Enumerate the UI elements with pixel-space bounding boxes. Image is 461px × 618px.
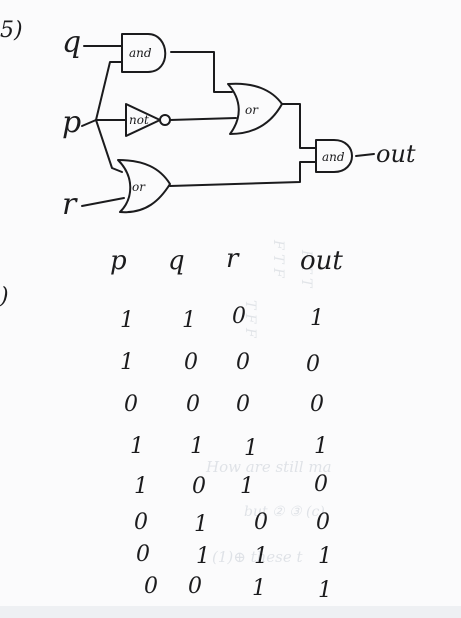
table-header-out: out xyxy=(300,246,343,276)
left-margin-mark: ) xyxy=(0,284,9,309)
or-gate-right-label: or xyxy=(245,103,259,117)
cell-r: 0 xyxy=(236,392,250,417)
cell-p: 0 xyxy=(136,542,150,567)
table-header-q: q xyxy=(168,246,185,276)
cell-q: 1 xyxy=(196,544,210,569)
or-gate-right xyxy=(227,82,283,135)
logic-circuit-diagram: and not or or and xyxy=(81,33,375,214)
not-gate xyxy=(125,103,161,137)
cell-out: 0 xyxy=(314,472,328,497)
cell-q: 1 xyxy=(182,308,196,333)
cell-r: 1 xyxy=(254,544,268,569)
wire-and-to-or xyxy=(170,51,233,93)
page-bottom-edge xyxy=(0,606,461,618)
wire-p-to-or xyxy=(95,119,123,173)
cell-p: 0 xyxy=(134,510,148,535)
and-gate-final xyxy=(315,139,353,173)
cell-q: 1 xyxy=(194,512,208,537)
cell-out: 1 xyxy=(310,306,324,331)
wire-out xyxy=(355,153,375,157)
cell-p: 0 xyxy=(124,392,138,417)
cell-q: 0 xyxy=(184,350,198,375)
input-r-label: r xyxy=(62,187,77,222)
and-gate-final-label: and xyxy=(322,150,345,164)
cell-r: 0 xyxy=(254,510,268,535)
wire-not-to-or xyxy=(169,117,237,121)
cell-out: 0 xyxy=(316,510,330,535)
cell-out: 1 xyxy=(318,544,332,569)
cell-p: 1 xyxy=(120,308,134,333)
output-label: out xyxy=(376,140,416,168)
bleed-text-line2: but ② ③ (c) xyxy=(244,504,325,520)
wire-orlow-to-and xyxy=(169,161,317,187)
input-p-label: p xyxy=(62,105,82,140)
cell-out: 1 xyxy=(314,434,328,459)
cell-r: 1 xyxy=(244,436,258,461)
cell-r: 0 xyxy=(236,350,250,375)
cell-r: 1 xyxy=(240,474,254,499)
cell-r: 1 xyxy=(252,576,266,601)
or-gate-low xyxy=(117,159,171,214)
cell-q: 0 xyxy=(186,392,200,417)
cell-p: 1 xyxy=(134,474,148,499)
bleed-text-line1: How are still ma xyxy=(206,458,332,476)
cell-out: 0 xyxy=(310,392,324,417)
problem-number: 5) xyxy=(0,18,23,43)
cell-p: 1 xyxy=(120,350,134,375)
bleed-text-line3: (1)⊕ these t xyxy=(212,548,303,566)
not-gate-label: not xyxy=(129,113,149,127)
input-q-label: q xyxy=(62,25,82,60)
wire-p-to-and xyxy=(95,61,123,121)
cell-r: 0 xyxy=(232,304,246,329)
and-gate-top-label: and xyxy=(129,46,152,60)
and-gate-top xyxy=(121,33,167,73)
cell-q: 0 xyxy=(188,574,202,599)
bleed-column-a: F T F xyxy=(270,240,286,278)
cell-p: 1 xyxy=(130,434,144,459)
or-gate-low-label: or xyxy=(132,180,146,194)
wire-r xyxy=(81,197,125,207)
cell-out: 0 xyxy=(306,352,320,377)
cell-q: 1 xyxy=(190,434,204,459)
cell-p: 0 xyxy=(144,574,158,599)
not-bubble xyxy=(159,114,171,126)
cell-q: 0 xyxy=(192,474,206,499)
cell-out: 1 xyxy=(318,578,332,603)
table-header-p: p xyxy=(110,246,127,276)
wire-p-stub xyxy=(81,119,97,127)
wire-or-to-and xyxy=(281,103,317,149)
table-header-r: r xyxy=(226,244,239,274)
